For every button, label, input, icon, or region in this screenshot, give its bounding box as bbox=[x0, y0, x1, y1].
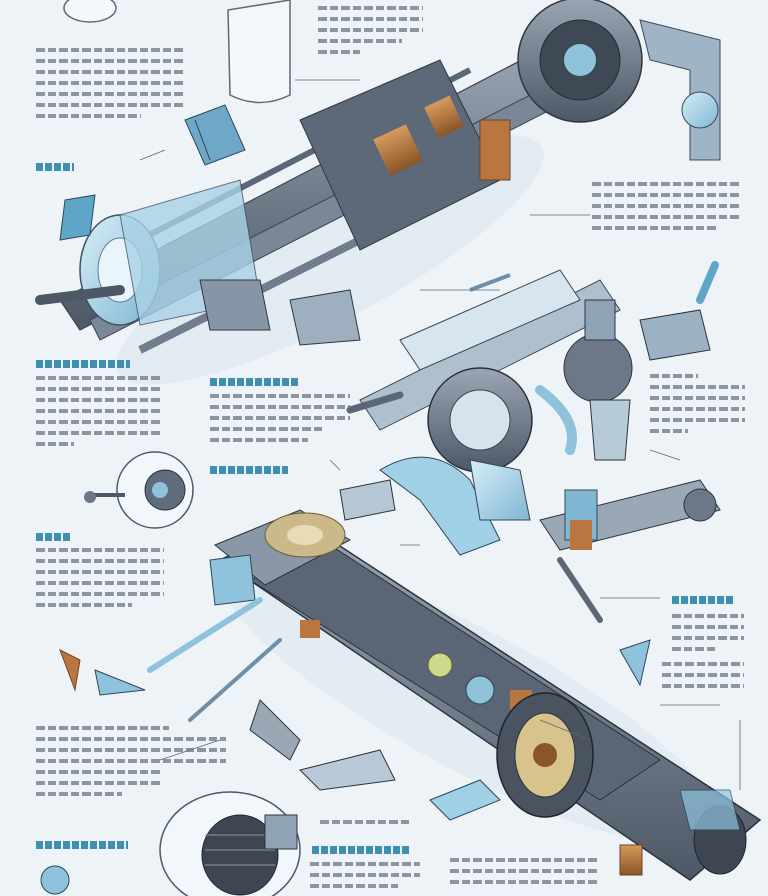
scribble-line bbox=[320, 820, 410, 824]
scribble-line bbox=[36, 781, 160, 785]
scribble-line bbox=[36, 726, 169, 730]
annotation-block-top-left bbox=[36, 48, 186, 125]
scribble-line bbox=[310, 862, 420, 866]
annotation-block-left-bottom bbox=[36, 726, 226, 803]
scribble-line bbox=[450, 858, 600, 862]
annotation-block-bottom-center-top bbox=[320, 820, 410, 831]
scribble-line bbox=[318, 28, 423, 32]
scribble-line bbox=[210, 438, 308, 442]
scribble-line bbox=[650, 429, 688, 433]
scribble-line bbox=[36, 409, 161, 413]
middle-assembly bbox=[339, 261, 719, 556]
scribble-line bbox=[662, 673, 744, 677]
scribble-line bbox=[36, 398, 161, 402]
scribble-line bbox=[650, 385, 745, 389]
top-assembly bbox=[35, 0, 721, 385]
scribble-line bbox=[36, 48, 186, 52]
scribble-line bbox=[36, 559, 164, 563]
scribble-line bbox=[36, 737, 226, 741]
scribble-line bbox=[36, 420, 161, 424]
scribble-line bbox=[36, 592, 164, 596]
scribble-line bbox=[36, 114, 141, 118]
scribble-line bbox=[650, 374, 698, 378]
scribble-line bbox=[318, 6, 423, 10]
scribble-line bbox=[318, 50, 360, 54]
scribble-line bbox=[592, 182, 740, 186]
annotation-block-top-center bbox=[318, 6, 423, 61]
annotation-block-center-middle bbox=[210, 394, 350, 449]
scribble-line bbox=[36, 81, 186, 85]
scribble-line bbox=[36, 770, 160, 774]
annotation-block-left-middle bbox=[36, 376, 161, 453]
scribble-line bbox=[36, 603, 132, 607]
scribble-line bbox=[36, 759, 226, 763]
section-heading bbox=[210, 466, 288, 474]
scribble-line bbox=[210, 394, 350, 398]
scribble-line bbox=[450, 869, 600, 873]
scribble-line bbox=[672, 625, 744, 629]
scribble-line bbox=[36, 103, 186, 107]
scribble-line bbox=[36, 581, 164, 585]
section-heading bbox=[210, 378, 298, 386]
scribble-line bbox=[662, 684, 744, 688]
annotation-block-bottom-right bbox=[450, 858, 600, 891]
scribble-line bbox=[36, 70, 186, 74]
scribble-line bbox=[592, 204, 740, 208]
scribble-line bbox=[210, 416, 350, 420]
scribble-line bbox=[450, 880, 600, 884]
scribble-line bbox=[672, 614, 744, 618]
scribble-line bbox=[36, 92, 186, 96]
scribble-line bbox=[592, 193, 740, 197]
annotation-block-left-lower bbox=[36, 548, 164, 614]
scribble-line bbox=[672, 636, 744, 640]
section-heading bbox=[672, 596, 734, 604]
section-heading bbox=[36, 163, 74, 171]
section-heading bbox=[36, 360, 130, 368]
callout-lines bbox=[139, 79, 741, 790]
scribble-line bbox=[650, 396, 745, 400]
scribble-line bbox=[36, 387, 161, 391]
scribble-line bbox=[672, 647, 716, 651]
scribble-line bbox=[36, 442, 74, 446]
scribble-line bbox=[310, 873, 420, 877]
scribble-line bbox=[210, 405, 350, 409]
bottom-assembly bbox=[147, 479, 762, 881]
annotation-block-right-middle bbox=[650, 374, 745, 440]
scribble-line bbox=[36, 376, 161, 380]
scribble-line bbox=[592, 215, 740, 219]
section-heading bbox=[36, 841, 128, 849]
scribble-line bbox=[650, 407, 745, 411]
scribble-line bbox=[36, 792, 122, 796]
scribble-line bbox=[36, 548, 164, 552]
annotation-block-right-top bbox=[592, 182, 740, 237]
scribble-line bbox=[650, 418, 745, 422]
scribble-line bbox=[592, 226, 718, 230]
section-heading bbox=[36, 533, 72, 541]
scribble-line bbox=[662, 662, 744, 666]
annotation-block-bottom-center bbox=[310, 862, 420, 895]
scribble-line bbox=[36, 748, 226, 752]
annotation-block-right-bottom bbox=[662, 662, 744, 695]
scribble-line bbox=[318, 17, 423, 21]
scribble-line bbox=[310, 884, 398, 888]
scribble-line bbox=[318, 39, 402, 43]
detail-parts bbox=[40, 451, 651, 896]
scribble-line bbox=[36, 431, 161, 435]
scribble-line bbox=[36, 59, 186, 63]
scribble-line bbox=[210, 427, 322, 431]
annotation-block-right-lower bbox=[672, 614, 744, 658]
section-heading bbox=[312, 846, 410, 854]
scribble-line bbox=[36, 570, 164, 574]
